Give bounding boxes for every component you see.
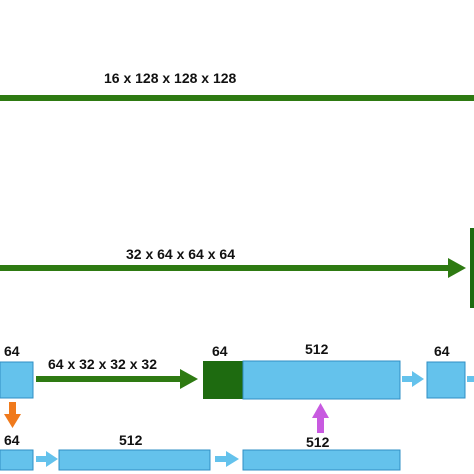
wide-block-bottom-label: 512 xyxy=(119,432,143,448)
upsample-arrow-shaft xyxy=(317,417,324,433)
left-block-bottom-label: 64 xyxy=(4,432,20,448)
flow-arrow-shaft-bottom-2 xyxy=(215,456,228,462)
skip-connection-arrowhead-3 xyxy=(180,369,198,389)
flow-arrow-head-bottom-1 xyxy=(46,451,58,467)
downsample-arrow-head xyxy=(4,414,21,428)
wide-block-top-label: 512 xyxy=(305,341,329,357)
concat-block-right-edge xyxy=(470,228,474,308)
right-feature-block-top xyxy=(426,361,466,399)
skip-connection-line-1 xyxy=(0,95,474,101)
skip-connection-label-2: 32 x 64 x 64 x 64 xyxy=(126,246,235,262)
flow-arrow-stub-right xyxy=(467,376,474,382)
skip-connection-line-2 xyxy=(0,265,450,271)
downsample-arrow-shaft xyxy=(9,402,16,416)
wide-feature-block-top xyxy=(242,360,401,400)
skip-connection-label-3: 64 x 32 x 32 x 32 xyxy=(48,356,157,372)
concat-block-label: 64 xyxy=(212,343,228,359)
skip-connection-line-3 xyxy=(36,376,182,382)
concat-block xyxy=(203,361,243,399)
skip-connection-arrowhead-2 xyxy=(448,258,466,278)
flow-arrow-head-top xyxy=(412,371,424,387)
skip-connection-label-1: 16 x 128 x 128 x 128 xyxy=(104,70,237,86)
upsample-arrow-head xyxy=(312,403,329,418)
left-feature-block-top xyxy=(0,361,34,399)
flow-arrow-head-bottom-2 xyxy=(226,451,239,467)
flow-arrow-shaft-bottom-1 xyxy=(36,456,48,462)
upsample-arrow-label: 512 xyxy=(306,434,330,450)
right-block-top-label: 64 xyxy=(434,343,450,359)
flow-arrow-shaft-top xyxy=(402,376,414,382)
feature-block-bottom-right xyxy=(242,449,401,471)
wide-feature-block-bottom xyxy=(58,449,211,471)
left-block-top-label: 64 xyxy=(4,343,20,359)
left-feature-block-bottom xyxy=(0,449,34,471)
